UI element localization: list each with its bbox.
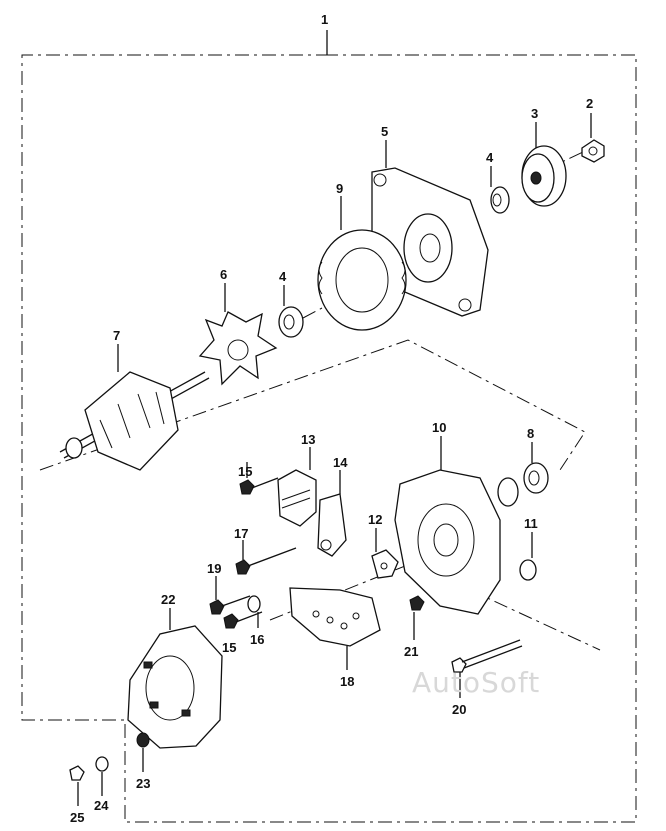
part-fan-6	[198, 283, 278, 386]
part-screw-19	[209, 576, 251, 615]
callout-labels: 1 2 3 4 5 4 6 7 8 9 10 11 12 13 14 15 15…	[70, 12, 593, 825]
callout-10: 10	[432, 420, 446, 435]
callout-15a: 15	[238, 464, 252, 479]
watermark: AutoSoft	[412, 666, 540, 699]
part-rear-cover-22	[127, 608, 223, 749]
part-rectifier-housing-10	[394, 436, 519, 615]
part-regulator-13	[277, 447, 317, 527]
callout-8: 8	[527, 426, 534, 441]
part-bolt-20	[451, 639, 523, 698]
part-screw-15-lower	[223, 611, 263, 629]
part-rotor-7	[59, 344, 210, 471]
part-pulley-3	[521, 122, 567, 207]
part-bearing-8	[523, 442, 549, 494]
callout-5: 5	[381, 124, 388, 139]
callout-12: 12	[368, 512, 382, 527]
part-plate-12	[371, 528, 399, 579]
callout-6: 6	[220, 267, 227, 282]
part-nut-25	[69, 765, 85, 806]
assembly-axis-lines	[39, 339, 601, 651]
callout-15b: 15	[222, 640, 236, 655]
part-nut-23	[136, 732, 150, 772]
assembly-frame	[21, 30, 637, 823]
callout-4b: 4	[279, 269, 287, 284]
callout-20: 20	[452, 702, 466, 717]
part-rectifier-18	[289, 587, 381, 670]
callout-21: 21	[404, 644, 418, 659]
part-brush-holder-14	[317, 470, 347, 557]
part-spacer-4-upper	[490, 166, 510, 214]
part-screw-17	[235, 540, 297, 575]
part-stator-9	[317, 196, 407, 331]
part-screw-15-upper	[239, 462, 279, 495]
callout-13: 13	[301, 432, 315, 447]
part-nut-21	[409, 595, 425, 640]
part-washer-24	[95, 756, 109, 796]
callout-11: 11	[524, 516, 538, 531]
callout-22: 22	[161, 592, 175, 607]
callout-17: 17	[234, 526, 248, 541]
callout-25: 25	[70, 810, 84, 825]
callout-1: 1	[321, 12, 328, 27]
callout-18: 18	[340, 674, 354, 689]
part-nut-2	[544, 113, 605, 171]
callout-4a: 4	[486, 150, 494, 165]
callout-16: 16	[250, 632, 264, 647]
callout-9: 9	[336, 181, 343, 196]
callout-7: 7	[113, 328, 120, 343]
callout-19: 19	[207, 561, 221, 576]
part-bushing-11	[519, 532, 537, 581]
callout-23: 23	[136, 776, 150, 791]
callout-3: 3	[531, 106, 538, 121]
part-bearing-4-lower	[278, 285, 323, 338]
callout-2: 2	[586, 96, 593, 111]
callout-14: 14	[333, 455, 348, 470]
part-washer-16	[247, 595, 261, 628]
callout-24: 24	[94, 798, 109, 813]
